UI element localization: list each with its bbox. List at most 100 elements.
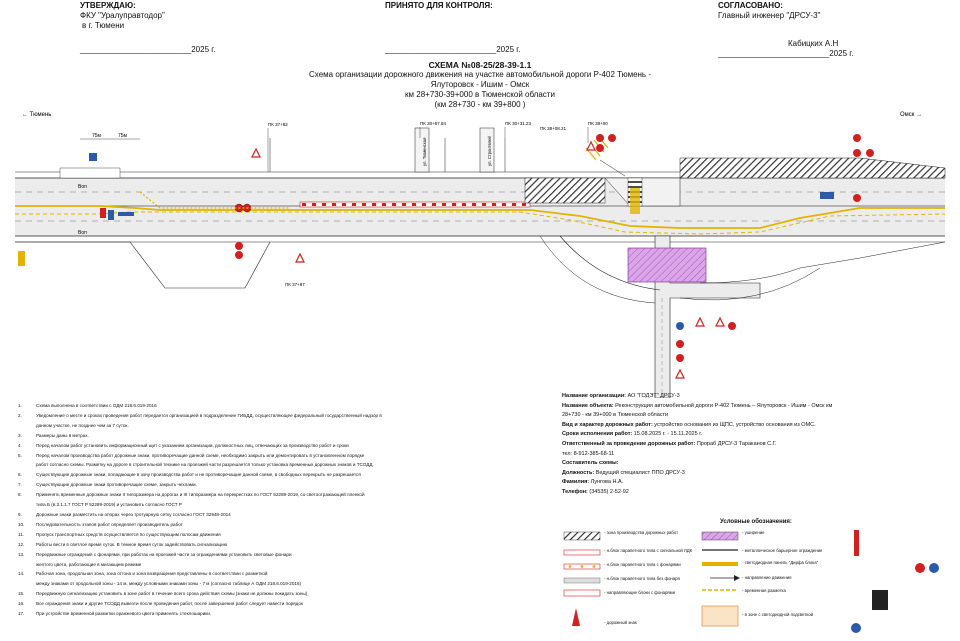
legend-item: - н.блок парапетного типа с сигнальной Л… — [604, 548, 693, 553]
surname-label: Фамилия: — [562, 479, 590, 486]
object-value-2: 28+730 - км 39+000 в Тюменской области — [562, 412, 669, 419]
street-label: ул. Строителей — [487, 135, 492, 166]
legend-item: - н.блок парапетного типа с фонарями — [604, 562, 681, 567]
note-item: 7.Существующие дорожные знаки противореч… — [18, 482, 197, 488]
pk-label: ПК 37+87 — [285, 282, 305, 287]
approve-org: ФКУ "Уралуправтодор" — [80, 11, 165, 20]
legend-item: - в зоне с светодиодной подсветкой — [742, 612, 814, 617]
side-street — [414, 127, 430, 173]
approve-date: _________________________2025 г. — [80, 45, 216, 54]
note-item: 9.Дорожные знаки разместить на опорах че… — [18, 511, 231, 517]
agree-block: СОГЛАСОВАНО: Главный инженер "ДРСУ-3" Ка… — [718, 1, 853, 59]
note-item: 16.Все ограждения знаки и другие ТСОДД в… — [18, 601, 303, 607]
scheme-line-4: (км 28+730 - км 39+800 ) — [434, 100, 526, 109]
note-item: 13.Передвижные ограждения с фонарями, пр… — [18, 551, 292, 557]
widening-zone — [627, 247, 707, 283]
legend-item: - дорожный знак — [604, 620, 637, 625]
dir-left-label: ← Тюмень — [22, 112, 51, 118]
note-item: 6.Существующие дорожные знаки, попадающи… — [18, 472, 361, 478]
agree-date: _________________________2025 г. — [718, 49, 854, 58]
scheme-line-3: км 28+730-39+000 в Тюменской области — [405, 90, 555, 99]
pk-label: ПК 37+82 — [268, 122, 288, 127]
note-item: 15.Передвижную сигнализацию установить в… — [18, 591, 308, 597]
legend-sign-icon — [872, 590, 888, 610]
scheme-title: СХЕМА №08-25/28-39-1.1 Схема организации… — [270, 60, 690, 110]
object-value: Реконструкция автомобильной дороги Р-402… — [613, 402, 833, 409]
note-item: 1.Схема выполнена в соответствии с ОДМ 2… — [18, 403, 157, 408]
org-value: АО "ГОДЭТ" ДРСУ-3 — [625, 393, 680, 399]
lane-label: Воп — [78, 230, 87, 236]
legend-swatch-work-zone — [563, 531, 601, 541]
agree-role: Главный инженер "ДРСУ-3" — [718, 11, 821, 20]
note-item: желтого цвета, работающие в мигающем реж… — [36, 561, 142, 567]
kind-label: Вид и характер дорожных работ: — [562, 421, 653, 428]
legend-title: Условные обозначения: — [720, 519, 792, 525]
side-street — [479, 127, 495, 173]
note-item: 4.Перед началом работ установить информа… — [18, 442, 349, 448]
legend-item: - н.блок парапетного типа без фонаря — [604, 576, 680, 581]
note-item: 10.Последовательность этапов работ опред… — [18, 521, 183, 527]
note-item: типа Б (в.3.1.1.7 ГОСТ Р 52289-2019) и у… — [36, 502, 182, 508]
temporary-marking — [15, 211, 946, 235]
object-label: Название объекта: — [562, 402, 614, 409]
legend-swatch-widening — [701, 531, 739, 541]
legend-item: - направляющие блоки с фонарями — [604, 590, 675, 595]
control-date: _________________________2025 г. — [385, 45, 521, 54]
kind-value: устройство основания из ЩПС, устройство … — [652, 421, 816, 428]
note-item: работ согласно схемы. Разметку на дороге… — [36, 462, 374, 468]
pk-label: ПК 39+00 — [588, 121, 608, 126]
scheme-number: СХЕМА №08-25/28-39-1.1 — [428, 60, 532, 70]
dimension-label: 75м — [118, 133, 128, 139]
road-diagram: ← Тюмень Омск → — [15, 112, 946, 398]
note-item: данном участке, не позднее чем за 7 суто… — [36, 422, 129, 428]
dimension-label: 75м — [92, 133, 102, 139]
surname-value: Лунгова Н.А. — [589, 479, 624, 486]
approve-block: УТВЕРЖДАЮ: ФКУ "Уралуправтодор" в г. Тюм… — [80, 1, 215, 55]
work-zone-hatched — [524, 177, 606, 204]
legend-item: - направление движения — [742, 575, 792, 580]
notes-list: 1.Схема выполнена в соответствии с ОДМ 2… — [18, 401, 458, 619]
note-item: 14.Рабочая зона, продольная зона, зона о… — [18, 571, 268, 577]
author-label: Составитель схемы: — [562, 460, 619, 467]
phone-1: тел: 8-912-385-68-11 — [562, 450, 615, 457]
phone-label: Телефон: — [562, 488, 588, 495]
work-zone-hatched — [679, 157, 946, 179]
dates-label: Сроки исполнения работ: — [562, 431, 633, 438]
lane-label: Воп — [78, 184, 87, 190]
phone-value: (34535) 2-52-92 — [587, 488, 629, 495]
dir-right-label: Омск → — [900, 112, 922, 118]
legend-item: - временная разметка — [742, 588, 786, 593]
approve-label: УТВЕРЖДАЮ: — [80, 1, 136, 10]
responsible-value: Прораб ДРСУ-3 Тараканов С.Г. — [695, 440, 777, 447]
legend-item: - зона производства дорожных работ — [604, 530, 679, 535]
legend-cone-icon — [572, 608, 580, 626]
approve-city: в г. Тюмени — [82, 21, 125, 30]
note-item: 17.При устройстве временной разметки ора… — [18, 611, 212, 617]
post-label: Должность: — [562, 469, 595, 476]
agree-label: СОГЛАСОВАНО: — [718, 1, 783, 10]
scheme-line-2: Ялуторовск - Ишим - Омск — [430, 80, 530, 89]
legend-item: - светодиодная панель "Дирфа блока" — [742, 560, 819, 565]
responsible-label: Ответственный за проведение дорожных раб… — [562, 440, 696, 447]
road-signs — [18, 134, 874, 379]
control-label: ПРИНЯТО ДЛЯ КОНТРОЛЯ: — [385, 1, 493, 10]
pk-label: ПК 38+08.21 — [540, 126, 566, 131]
note-item: 12.Работы вести в светлое время суток. В… — [18, 541, 228, 547]
street-label: ул. Тюменская — [422, 138, 427, 166]
legend-symbols — [563, 530, 939, 633]
legend-post-icon — [854, 530, 859, 556]
org-label: Название организации: — [562, 393, 626, 399]
legend-item: - уширение — [742, 530, 765, 535]
note-item: между знаками от продольной зоны - 14 м,… — [36, 581, 302, 587]
post-value: Ведущий специалист ППО ДРСУ-3 — [594, 469, 685, 476]
pk-label: ПК 30+67.84 — [420, 121, 446, 126]
barrier-blocks — [299, 201, 531, 208]
legend-swatch-block — [563, 549, 601, 556]
pk-label: ПК 30+31.23 — [505, 121, 531, 126]
dates-value: 15.08.2025 г. - 15.11.2025 г. — [632, 431, 703, 438]
note-item: 3.Размеры даны в метрах. — [18, 432, 89, 438]
note-item: 8.Применять временные дорожные знаки II … — [18, 492, 365, 498]
agree-name: Кабицких А.Н — [788, 39, 839, 48]
control-block: ПРИНЯТО ДЛЯ КОНТРОЛЯ: __________________… — [385, 1, 520, 55]
note-item: 11.Пропуск транспортных средств осуществ… — [18, 531, 221, 537]
